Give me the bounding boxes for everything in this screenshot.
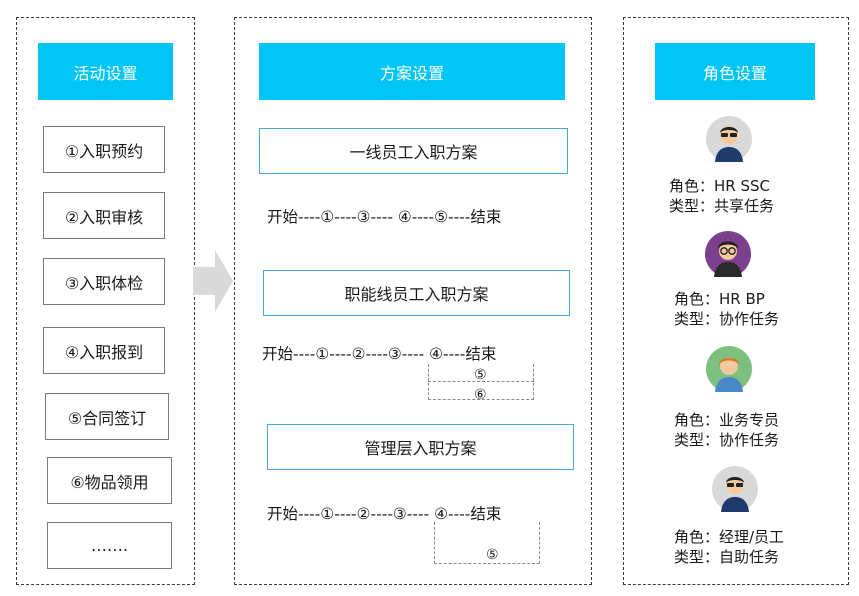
activity-item-more[interactable]: ……. — [47, 522, 172, 569]
activity-item-reservation[interactable]: ①入职预约 — [43, 126, 165, 173]
scheme-management-branch-5: ⑤ — [486, 547, 499, 563]
scheme-frontline[interactable]: 一线员工入职方案 — [259, 128, 568, 174]
activity-header: 活动设置 — [38, 43, 173, 100]
activity-item-contract[interactable]: ⑤合同签订 — [45, 393, 169, 440]
role-header: 角色设置 — [655, 43, 815, 100]
scheme-functional-branch-divider — [428, 381, 534, 382]
scheme-functional-flow: 开始----①----②----③---- ④----结束 — [262, 345, 497, 363]
activity-item-supplies[interactable]: ⑥物品领用 — [47, 457, 172, 504]
role-2-type: 类型：协作任务 — [674, 310, 780, 328]
activity-item-review[interactable]: ②入职审核 — [43, 192, 165, 239]
scheme-management-branch — [434, 522, 540, 564]
role-3-role: 角色：业务专员 — [674, 411, 780, 429]
avatar-hr-bp-icon — [705, 231, 751, 277]
plan-panel — [234, 17, 592, 585]
scheme-functional-branch-5: ⑤ — [474, 367, 487, 383]
avatar-hr-ssc-icon — [706, 116, 752, 162]
scheme-functional-branch — [428, 364, 534, 400]
scheme-frontline-flow: 开始----①----③---- ④----⑤----结束 — [267, 208, 502, 226]
role-3-type: 类型：协作任务 — [674, 431, 780, 449]
avatar-business-icon — [706, 346, 752, 392]
scheme-management[interactable]: 管理层入职方案 — [267, 424, 574, 470]
role-1-type: 类型：共享任务 — [669, 197, 775, 215]
role-2-role: 角色：HR BP — [674, 290, 765, 308]
role-1-role: 角色：HR SSC — [669, 177, 770, 195]
scheme-management-flow: 开始----①----②----③---- ④----结束 — [267, 505, 502, 523]
role-4-type: 类型：自助任务 — [674, 548, 780, 566]
role-4-role: 角色：经理/员工 — [674, 528, 785, 546]
activity-item-checkup[interactable]: ③入职体检 — [43, 258, 165, 305]
scheme-functional-branch-6: ⑥ — [474, 387, 487, 403]
activity-panel — [16, 17, 195, 585]
arrow-right-icon — [193, 250, 233, 312]
scheme-functional[interactable]: 职能线员工入职方案 — [263, 270, 570, 316]
activity-item-report[interactable]: ④入职报到 — [43, 327, 165, 374]
avatar-manager-icon — [712, 466, 758, 512]
role-panel — [623, 17, 849, 585]
plan-header: 方案设置 — [259, 43, 565, 100]
